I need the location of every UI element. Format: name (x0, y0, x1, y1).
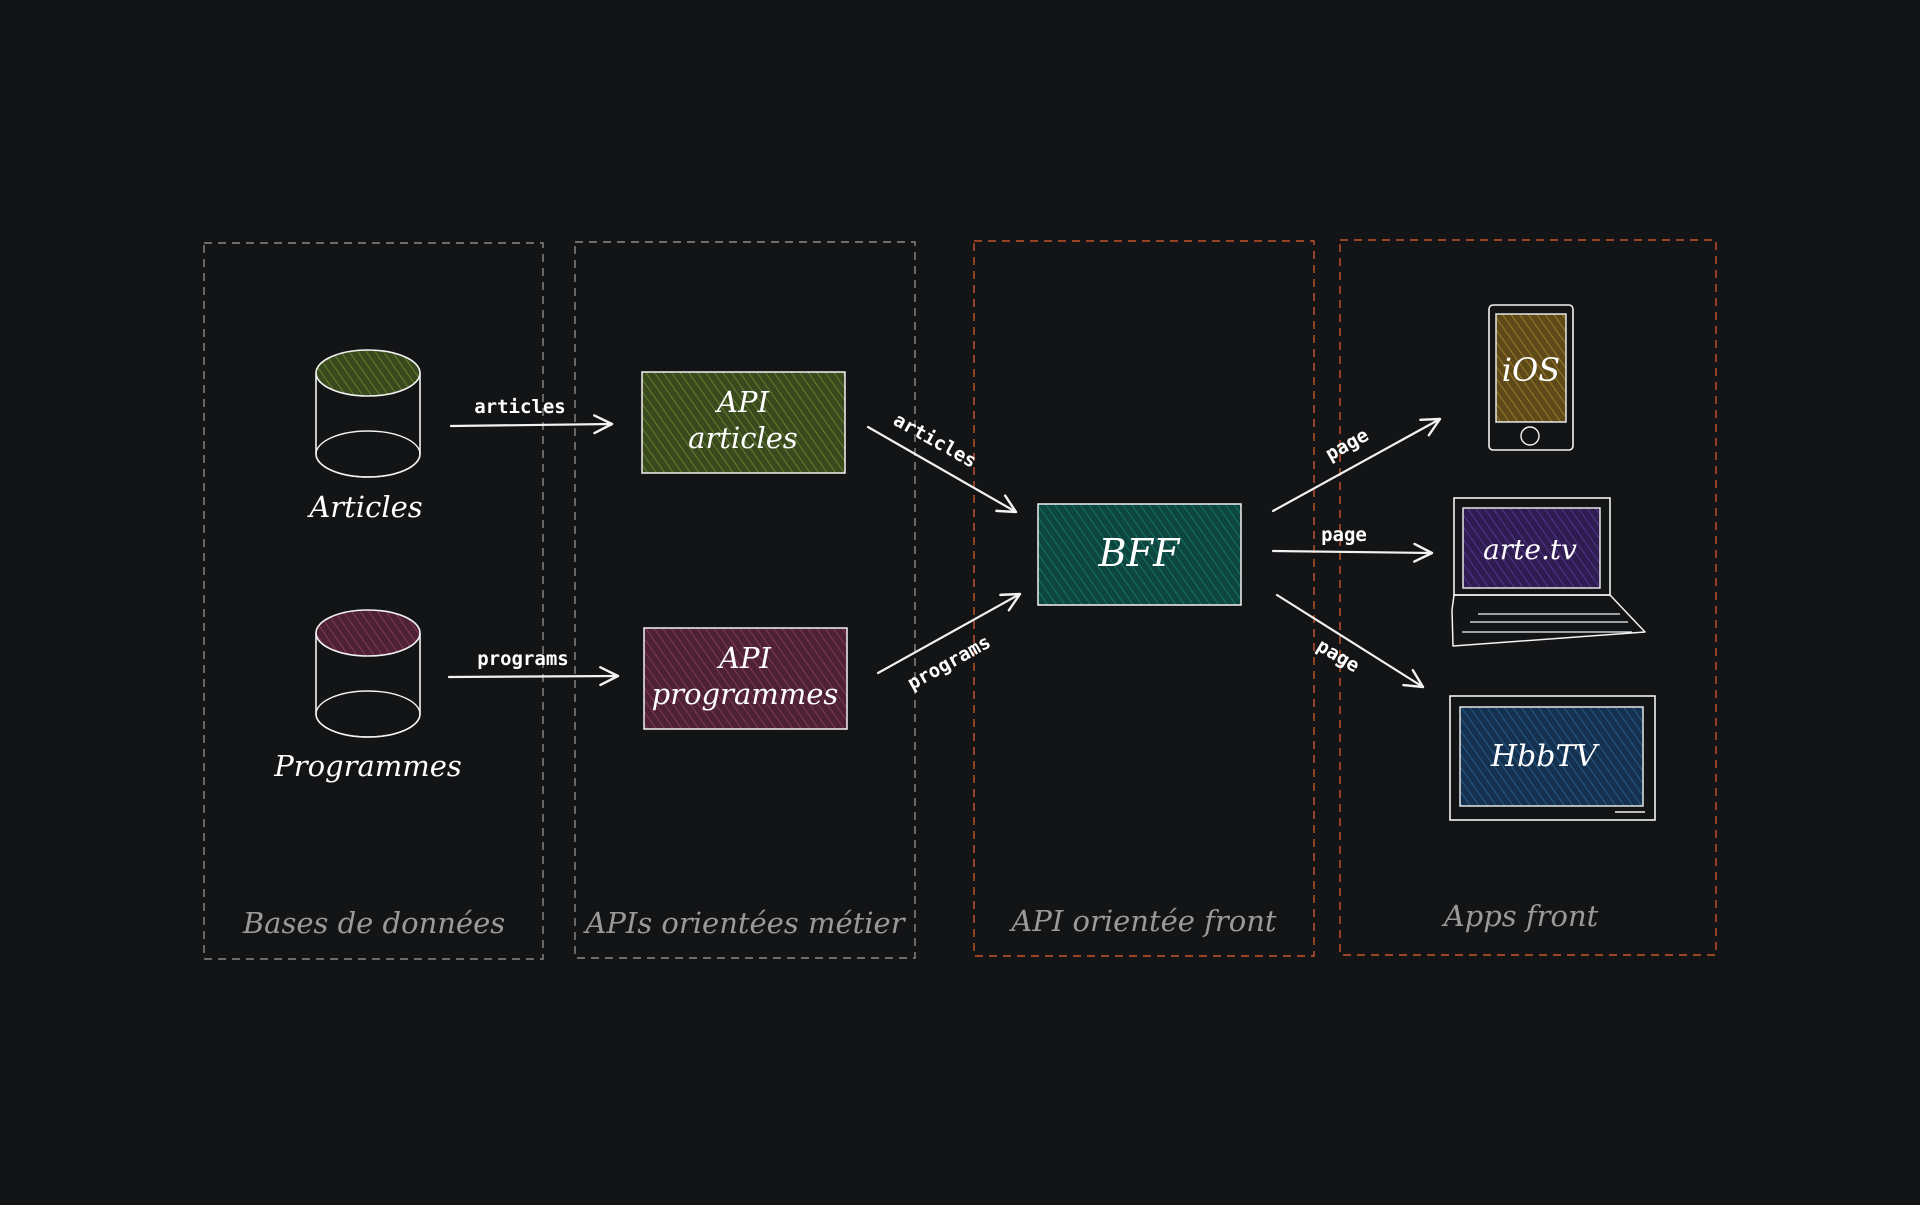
api-programmes-box[interactable]: API programmes (643, 627, 848, 730)
database-cylinder-icon (315, 609, 421, 738)
edge-bff-to-hbbtv-arrow (1275, 593, 1425, 689)
edge-db-to-api-programs-label: programs (477, 648, 569, 670)
group-front-api-label: API orientée front (1008, 904, 1276, 938)
group-front-api-frame (973, 240, 1315, 957)
group-front-apps-label: Apps front (1441, 899, 1599, 933)
edge-db-to-api-articles-label: articles (474, 396, 566, 418)
database-articles[interactable]: Articles (306, 349, 423, 524)
group-front-api: API orientée front (973, 240, 1315, 957)
edge-db-to-api-articles-arrow (449, 414, 614, 435)
api-articles-rect (641, 371, 846, 474)
api-articles-label-line2: articles (688, 421, 798, 455)
edge-db-to-api-programs-arrow (447, 666, 620, 687)
tv-icon (1449, 695, 1656, 821)
bff-rect (1037, 503, 1242, 606)
group-business-apis: APIs orientées métier (574, 241, 916, 959)
edge-bff-to-arte-arrow (1271, 542, 1434, 563)
api-articles-label-line1: API (714, 385, 769, 419)
app-arte[interactable]: arte.tv (1451, 497, 1646, 647)
api-programmes-label-line1: API (716, 641, 771, 675)
edge-db-to-api-programs[interactable]: programs (447, 648, 620, 687)
edge-bff-to-arte-label: page (1321, 524, 1367, 546)
bff-label: BFF (1098, 531, 1181, 575)
app-ios[interactable]: iOS (1488, 304, 1574, 451)
laptop-icon (1451, 497, 1646, 647)
bff-box[interactable]: BFF (1037, 503, 1242, 606)
app-hbbtv-label: HbbTV (1490, 739, 1601, 774)
group-databases-label: Bases de données (242, 906, 505, 940)
group-business-apis-frame (574, 241, 916, 959)
edge-bff-to-ios[interactable]: page (1271, 417, 1442, 513)
edge-bff-to-ios-arrow (1271, 417, 1442, 513)
group-business-apis-label: APIs orientées métier (582, 906, 906, 940)
edge-bff-to-hbbtv-label: page (1313, 635, 1364, 677)
edge-db-to-api-articles[interactable]: articles (449, 396, 614, 435)
app-ios-label: iOS (1502, 351, 1560, 389)
group-databases-frame (203, 242, 544, 960)
edge-api-programs-to-bff-arrow (876, 592, 1022, 675)
api-articles-box[interactable]: API articles (641, 371, 846, 474)
edge-api-programs-to-bff[interactable]: programs (876, 592, 1022, 695)
group-front-apps-frame (1339, 239, 1717, 956)
app-arte-label: arte.tv (1483, 533, 1577, 566)
edge-api-articles-to-bff-arrow (866, 425, 1018, 514)
database-cylinder-icon (315, 349, 421, 478)
database-programmes-label: Programmes (273, 749, 462, 783)
api-programmes-label-line2: programmes (652, 677, 839, 711)
app-hbbtv[interactable]: HbbTV (1449, 695, 1656, 821)
edge-api-articles-to-bff-label: articles (890, 409, 981, 473)
edge-bff-to-arte[interactable]: page (1271, 524, 1434, 563)
group-databases: Bases de données (203, 242, 544, 960)
database-programmes[interactable]: Programmes (273, 609, 462, 783)
edge-api-articles-to-bff[interactable]: articles (866, 409, 1018, 514)
smartphone-icon (1488, 304, 1574, 451)
edge-api-programs-to-bff-label: programs (904, 631, 995, 695)
group-front-apps: Apps front (1339, 239, 1717, 956)
api-programmes-rect (643, 627, 848, 730)
edge-bff-to-hbbtv[interactable]: page (1275, 593, 1425, 689)
database-articles-label: Articles (306, 490, 422, 524)
